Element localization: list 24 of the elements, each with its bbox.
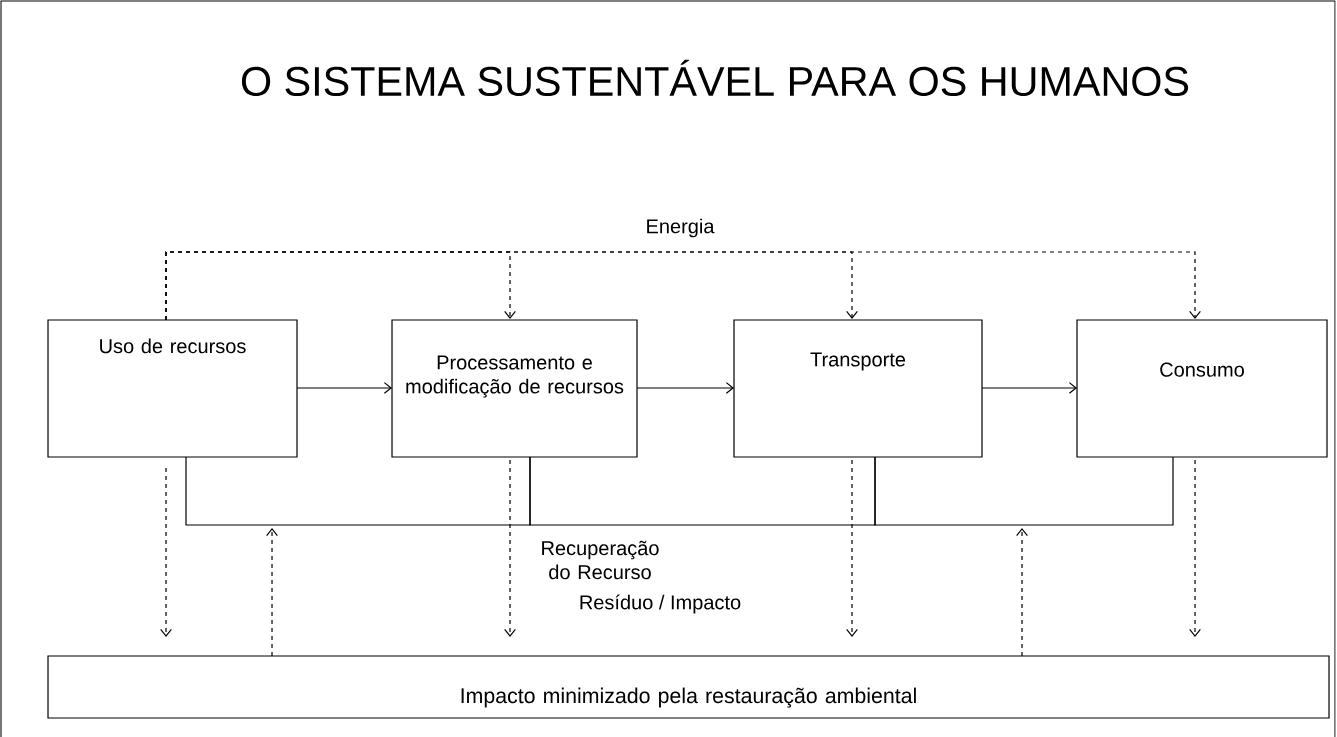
recovery-label: Recuperação do Recurso: [538, 539, 662, 581]
process-box: [1076, 319, 1328, 458]
arrow: [981, 382, 1077, 394]
energy-label: Energia: [644, 217, 716, 239]
arrow: [846, 459, 858, 637]
arrow: [636, 382, 734, 394]
arrow: [266, 527, 278, 657]
arrow: [1189, 459, 1201, 637]
process-box: [47, 319, 298, 458]
process-box: [47, 655, 1330, 719]
process-box: [733, 319, 983, 458]
arrow: [504, 459, 516, 637]
waste-label: Resíduo / Impacto: [577, 593, 743, 615]
process-box: [391, 319, 638, 458]
box-label: Impacto minimizado pela restauração ambiental: [461, 687, 916, 708]
arrow: [296, 382, 392, 394]
title: O SISTEMA SUSTENTÁVEL PARA OS HUMANOS: [241, 59, 1189, 97]
box-label: Uso de recursos: [100, 338, 246, 354]
box-label: Consumo: [1160, 362, 1244, 377]
arrow: [165, 251, 1201, 321]
arrow: [1016, 527, 1028, 657]
arrow: [160, 467, 172, 637]
box-label: Transporte: [810, 352, 906, 371]
box-label: Processamento e modificação de recursos: [406, 355, 624, 398]
